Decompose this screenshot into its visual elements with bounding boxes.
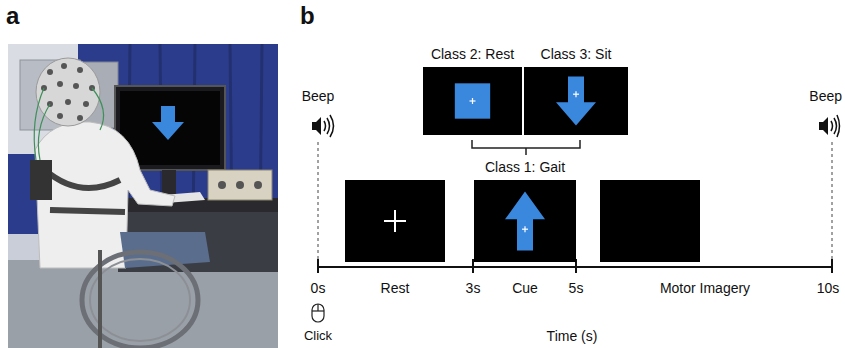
event-label: Beep [809, 88, 842, 104]
tick-label: 0s [311, 280, 326, 296]
class-heading: Class 2: Rest [431, 46, 514, 62]
event-label: Beep [302, 88, 335, 104]
cue-screen: Class 3: Sit [524, 67, 628, 135]
panel-letter: b [300, 2, 315, 30]
cue-screen: Class 1: Gait [474, 180, 576, 262]
event-label: Click [304, 329, 332, 344]
class-bracket [472, 140, 580, 155]
dashed-marker [318, 142, 832, 262]
mouse-icon [312, 304, 324, 322]
class-heading: Class 1: Gait [485, 159, 565, 175]
phase-label: Cue [512, 280, 538, 296]
cue-screen: Class 2: Rest [423, 67, 522, 135]
photo-illustration [8, 44, 278, 348]
cue-glyph [423, 67, 522, 135]
class-heading: Class 3: Sit [541, 46, 612, 62]
tick-label: 3s [466, 280, 481, 296]
cue-glyph [474, 180, 576, 262]
tick-label: 10s [817, 280, 840, 296]
phase-label: Rest [381, 280, 410, 296]
phase-label: Motor Imagery [660, 280, 750, 296]
blank-screen [600, 180, 700, 262]
panel-letter: a [6, 2, 19, 30]
cue-glyph [524, 67, 628, 135]
rest-screen [345, 180, 445, 262]
axis-title: Time (s) [547, 328, 598, 344]
tick-label: 5s [569, 280, 584, 296]
